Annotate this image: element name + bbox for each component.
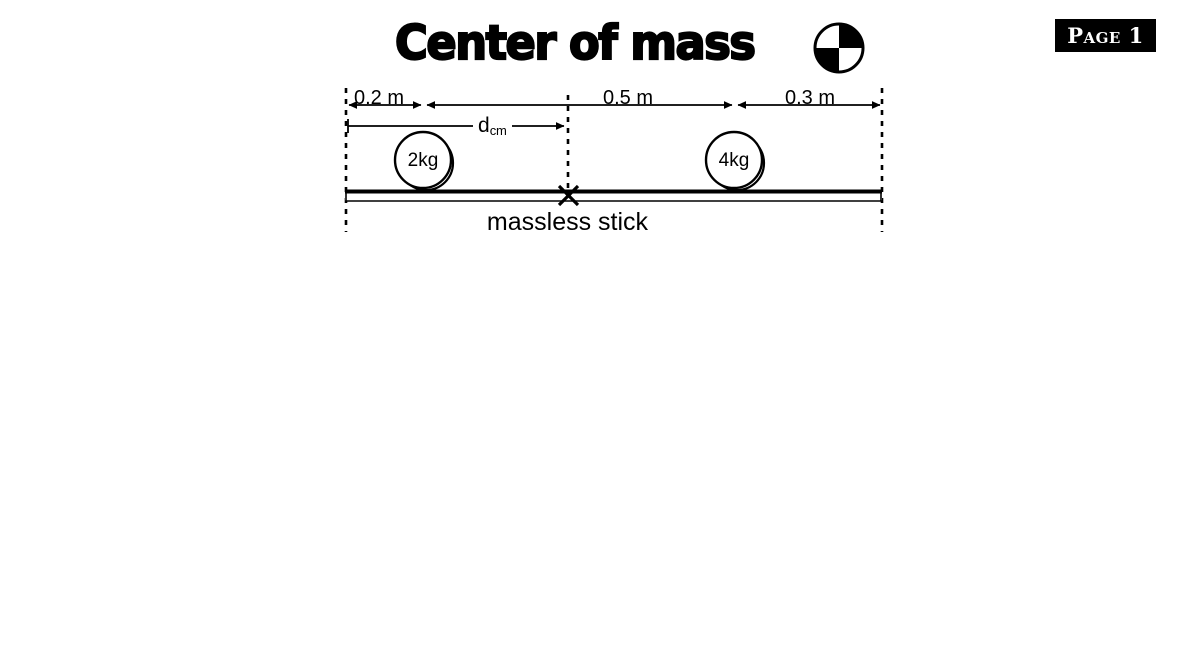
dimension-label-0-3m: 0.3 m [785, 87, 836, 109]
mass-label-4kg: 4kg [718, 150, 750, 171]
page-badge: Page 1 [1055, 19, 1156, 52]
mass-circle-2kg [393, 130, 455, 192]
massless-stick [345, 190, 882, 201]
dcm-label: dcm [473, 115, 512, 138]
center-of-mass-marker [557, 184, 580, 207]
dcm-label-subscript: cm [489, 123, 507, 138]
mass-circle-4kg [704, 130, 766, 192]
massless-stick-caption: massless stick [486, 208, 649, 236]
title-block: Center of mass [394, 15, 875, 77]
page-badge-label: Page 1 [1067, 23, 1144, 48]
dcm-label-main: d [478, 114, 490, 137]
center-of-mass-icon [813, 22, 865, 74]
dimension-label-0-2m: 0.2 m [354, 87, 405, 109]
dimension-label-0-5m: 0.5 m [603, 87, 654, 109]
page-title: Center of mass [394, 15, 757, 72]
mass-label-2kg: 2kg [407, 150, 439, 171]
